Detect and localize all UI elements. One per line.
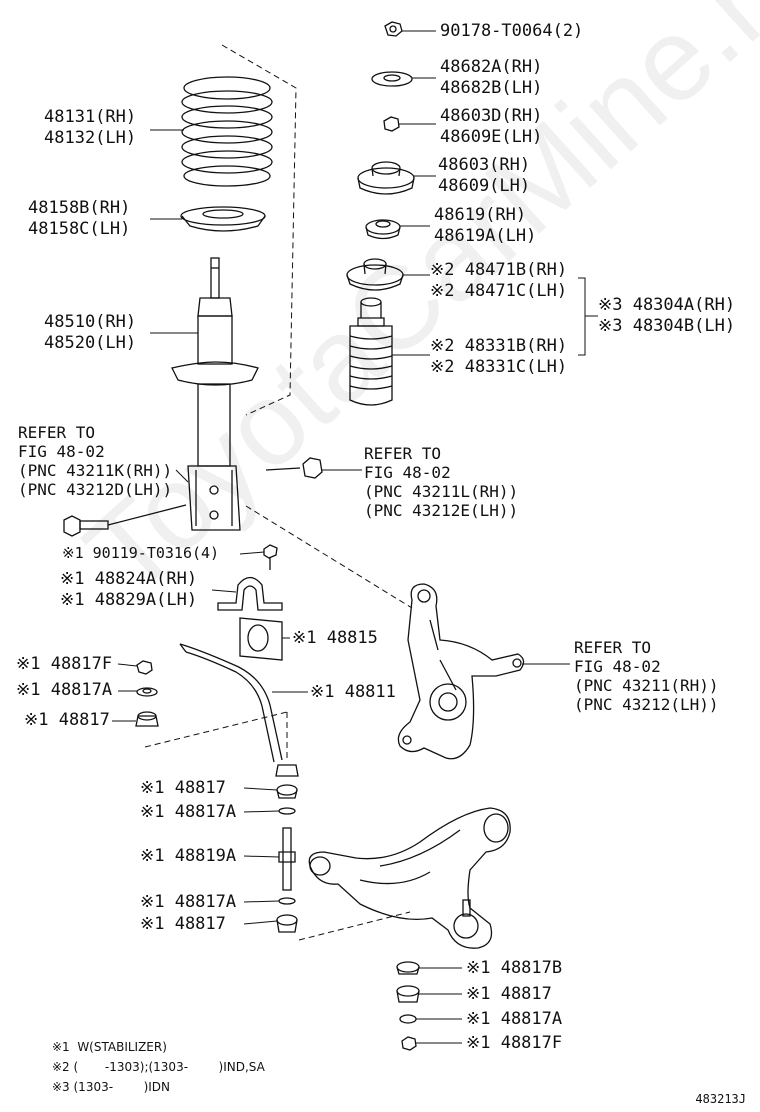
label-48817b: ※1 48817B [466, 958, 563, 978]
nut-90178-shape [384, 21, 403, 37]
label-48817-center-top: ※1 48817 [140, 778, 226, 798]
footnote-1: ※1 W(STABILIZER) [52, 1040, 167, 1054]
footnote-2: ※2 ( -1303);(1303- )IND,SA [52, 1060, 265, 1074]
link-stack-shape [275, 764, 299, 933]
label-48510: 48510(RH) 48520(LH) [44, 312, 137, 353]
footnote-3: ※3 (1303- )IDN [52, 1080, 171, 1094]
stabilizer-bar-48811-shape [179, 643, 283, 763]
label-48158: 48158B(RH) 48158C(LH) [28, 198, 131, 239]
label-48817a-right: ※1 48817A [466, 1009, 563, 1029]
seat-48471-shape [346, 258, 404, 291]
strut-48510-shape [171, 257, 259, 531]
label-90119: ※1 90119-T0316(4) [62, 544, 220, 562]
support-48603-shape [357, 161, 415, 195]
bolt-small-shape [263, 544, 278, 570]
bearing-48619-shape [365, 219, 401, 240]
refer-left: REFER TO FIG 48-02 (PNC 43211K(RH)) (PNC… [18, 423, 173, 499]
coil-spring-48131-shape [181, 76, 273, 187]
label-48817-left: ※1 48817 [24, 710, 110, 730]
clamp-48824-shape [217, 576, 283, 611]
nut-48817f-right-shape [401, 1036, 417, 1051]
label-48331: ※2 48331B(RH) ※2 48331C(LH) [430, 336, 568, 377]
bushing-48817-left-shape [135, 711, 159, 727]
label-48304: ※3 48304A(RH) ※3 48304B(LH) [598, 295, 736, 336]
boot-48331-shape [349, 297, 393, 406]
refer-mid: REFER TO FIG 48-02 (PNC 43211L(RH)) (PNC… [364, 444, 519, 520]
refer-right: REFER TO FIG 48-02 (PNC 43211(RH)) (PNC … [574, 638, 719, 714]
insulator-48158-shape [180, 206, 266, 232]
label-48817a-left: ※1 48817A [16, 680, 113, 700]
bushing-48817b-shape [396, 961, 420, 975]
label-48603: 48603(RH) 48609(LH) [438, 155, 531, 196]
label-48817-right: ※1 48817 [466, 984, 552, 1004]
lower-arm-shape [308, 807, 511, 949]
nut-48603d-shape [383, 116, 400, 132]
bushing-48815-shape [239, 617, 283, 661]
label-48817f-right: ※1 48817F [466, 1033, 563, 1053]
bushing-48817-right-shape [396, 985, 420, 1003]
washer-48817a-right-shape [399, 1014, 417, 1024]
nut-48817f-left-shape [136, 660, 153, 675]
nut-strut-shape [265, 457, 323, 479]
bolt-90119-shape [63, 504, 187, 537]
label-48603d: 48603D(RH) 48609E(LH) [440, 106, 543, 147]
label-90178: 90178-T0064(2) [440, 21, 584, 41]
label-48817f-left: ※1 48817F [16, 654, 113, 674]
label-48131: 48131(RH) 48132(LH) [44, 107, 137, 148]
label-48811: ※1 48811 [310, 682, 396, 702]
label-48824: ※1 48824A(RH) ※1 48829A(LH) [60, 569, 198, 610]
label-48815: ※1 48815 [292, 628, 378, 648]
label-48619: 48619(RH) 48619A(LH) [434, 205, 537, 246]
leader-lines [112, 30, 598, 1044]
label-48471: ※2 48471B(RH) ※2 48471C(LH) [430, 260, 568, 301]
label-48682: 48682A(RH) 48682B(LH) [440, 57, 543, 98]
label-48819a: ※1 48819A [140, 846, 237, 866]
figure-code: 483213J [695, 1092, 746, 1106]
steering-knuckle-shape [397, 583, 525, 760]
label-48817-center-bottom: ※1 48817 [140, 914, 226, 934]
label-48817a-center-top: ※1 48817A [140, 802, 237, 822]
label-48817a-center-bottom: ※1 48817A [140, 892, 237, 912]
washer-48817a-left-shape [136, 687, 158, 697]
washer-48682-shape [371, 71, 413, 87]
